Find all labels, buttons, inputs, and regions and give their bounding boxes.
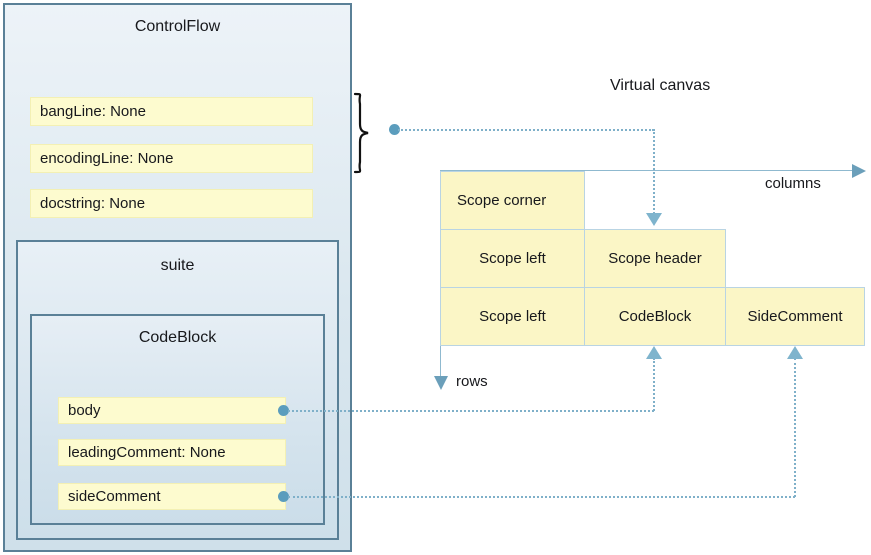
connector-line-body-horizontal bbox=[288, 410, 654, 412]
field-bangline-label: bangLine: None bbox=[40, 103, 146, 120]
virtual-canvas-title: Virtual canvas bbox=[610, 77, 711, 94]
grid-cell-sidecomment: SideComment bbox=[725, 287, 865, 346]
grid-cell-scope-left-2-label: Scope left bbox=[479, 308, 546, 325]
control-flow-title: ControlFlow bbox=[134, 18, 221, 35]
connector-dot-body bbox=[278, 405, 289, 416]
grid-cell-codeblock: CodeBlock bbox=[584, 287, 726, 346]
connector-line-header-vertical bbox=[653, 129, 655, 214]
grid-cell-sidecomment-label: SideComment bbox=[747, 308, 843, 325]
columns-axis-label: columns bbox=[765, 175, 821, 192]
connector-line-body-vertical bbox=[653, 358, 655, 411]
connector-arrow-body-icon bbox=[646, 346, 662, 359]
connector-dot-sidecomment bbox=[278, 491, 289, 502]
columns-axis-arrow-icon bbox=[852, 164, 866, 178]
grid-cell-scope-corner: Scope corner bbox=[440, 171, 585, 230]
field-encodingline-label: encodingLine: None bbox=[40, 150, 174, 167]
grid-cell-scope-left-1-label: Scope left bbox=[479, 250, 546, 267]
connector-arrow-header-icon bbox=[646, 213, 662, 226]
connector-dot-header bbox=[389, 124, 400, 135]
field-leadingcomment: leadingComment: None bbox=[58, 439, 286, 466]
group-brace-icon bbox=[352, 92, 382, 174]
rows-axis-arrow-icon bbox=[434, 376, 448, 390]
grid-cell-scope-header: Scope header bbox=[584, 229, 726, 288]
connector-line-sidecomment-horizontal bbox=[288, 496, 795, 498]
field-leadingcomment-label: leadingComment: None bbox=[68, 444, 226, 461]
grid-cell-codeblock-label: CodeBlock bbox=[618, 308, 692, 325]
suite-title: suite bbox=[160, 257, 195, 274]
grid-cell-scope-corner-label: Scope corner bbox=[457, 192, 547, 209]
connector-arrow-sidecomment-icon bbox=[787, 346, 803, 359]
grid-cell-scope-left-2: Scope left bbox=[440, 287, 585, 346]
connector-line-header-horizontal bbox=[398, 129, 654, 131]
field-bangline: bangLine: None bbox=[30, 97, 313, 126]
field-body-label: body bbox=[68, 402, 101, 419]
code-block-title: CodeBlock bbox=[138, 329, 217, 346]
field-docstring-label: docstring: None bbox=[40, 195, 146, 212]
columns-axis-line bbox=[440, 170, 856, 171]
grid-cell-scope-header-label: Scope header bbox=[608, 250, 702, 267]
field-sidecomment: sideComment bbox=[58, 483, 286, 510]
rows-axis-label: rows bbox=[456, 373, 488, 390]
field-sidecomment-label: sideComment bbox=[68, 488, 161, 505]
connector-line-sidecomment-vertical bbox=[794, 358, 796, 497]
field-docstring: docstring: None bbox=[30, 189, 313, 218]
field-body: body bbox=[58, 397, 286, 424]
grid-cell-scope-left-1: Scope left bbox=[440, 229, 585, 288]
field-encodingline: encodingLine: None bbox=[30, 144, 313, 173]
